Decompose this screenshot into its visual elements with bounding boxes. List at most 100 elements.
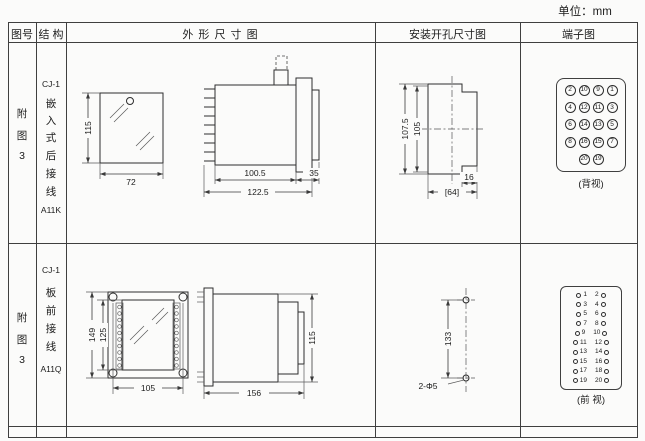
unit-label: 单位：mm bbox=[558, 6, 612, 18]
dim-label-total-depth: 122.5 bbox=[241, 187, 275, 197]
terminal-16 bbox=[604, 359, 610, 365]
table-line bbox=[8, 42, 638, 43]
terminal-6 bbox=[600, 311, 606, 317]
terminal-5: 5 bbox=[606, 119, 618, 131]
front-view bbox=[82, 92, 164, 179]
terminal-9: 9 bbox=[592, 85, 604, 97]
fig-no-char: 3 bbox=[19, 354, 25, 366]
table-line bbox=[8, 22, 638, 23]
terminal-number: 19 bbox=[579, 376, 587, 384]
header-structure: 结 构 bbox=[38, 29, 64, 41]
structure-char: 入 bbox=[45, 115, 57, 127]
terminal-8 bbox=[600, 321, 606, 327]
structure-char: 线 bbox=[45, 186, 57, 198]
terminal-number: 14 bbox=[595, 348, 603, 355]
terminal-10: 10 bbox=[578, 85, 590, 97]
structure-code: A11K bbox=[40, 205, 62, 215]
dim-label-outer-height: 107.5 bbox=[400, 114, 410, 144]
header-terminal: 端子图 bbox=[562, 29, 595, 41]
terminal-number: 17 bbox=[579, 367, 587, 374]
terminal-17 bbox=[572, 368, 578, 374]
terminal-20 bbox=[604, 378, 610, 384]
header-outline: 外 形 尺 寸 图 bbox=[182, 29, 259, 41]
terminal-7 bbox=[576, 321, 582, 327]
table-line bbox=[8, 426, 638, 427]
terminal-3: 3 bbox=[606, 102, 618, 114]
terminal-2 bbox=[600, 292, 606, 298]
structure-char: 接 bbox=[45, 168, 57, 180]
dim-label-hole-spacing: 133 bbox=[443, 329, 453, 349]
terminal-15 bbox=[572, 359, 578, 365]
fig-no-char: 3 bbox=[19, 150, 25, 162]
terminal-6: 6 bbox=[564, 119, 576, 131]
terminal-19 bbox=[572, 378, 578, 384]
header-mounting: 安装开孔尺寸图 bbox=[409, 29, 486, 41]
terminal-12: 12 bbox=[578, 102, 590, 114]
dim-label-step: 16 bbox=[460, 172, 478, 182]
terminal-number: 12 bbox=[594, 338, 602, 346]
terminal-number: 13 bbox=[579, 348, 587, 355]
structure-char: 接 bbox=[45, 323, 57, 335]
terminal-14 bbox=[604, 349, 610, 355]
dim-label-holes: 2-Φ5 bbox=[418, 381, 438, 391]
terminal-caption-rear: (背视) bbox=[578, 179, 604, 190]
dim-label-depth: 156 bbox=[239, 388, 269, 398]
terminal-20: 20 bbox=[578, 153, 590, 165]
terminal-number: 3 bbox=[583, 300, 587, 308]
dim-label-height: 115 bbox=[83, 118, 93, 138]
structure-char: 板 bbox=[45, 287, 57, 299]
terminal-number: 4 bbox=[595, 300, 599, 308]
terminal-number: 2 bbox=[595, 291, 599, 298]
hole-pattern bbox=[441, 288, 475, 392]
dim-label-cutout-width: [64] bbox=[438, 187, 466, 197]
structure-code: A11Q bbox=[40, 364, 62, 374]
terminal-9 bbox=[574, 330, 580, 336]
header-fig: 图号 bbox=[11, 29, 33, 41]
terminal-11 bbox=[573, 340, 578, 346]
terminal-12 bbox=[603, 340, 609, 346]
terminal-number: 9 bbox=[581, 329, 586, 336]
terminal-number: 20 bbox=[595, 376, 603, 384]
structure-char: 前 bbox=[45, 305, 57, 317]
terminal-8: 8 bbox=[564, 136, 576, 148]
terminal-number: 11 bbox=[580, 338, 587, 346]
structure-char: 嵌 bbox=[45, 98, 57, 110]
terminal-16: 16 bbox=[578, 136, 590, 148]
terminal-14: 14 bbox=[578, 119, 590, 131]
fig-no-char: 图 bbox=[16, 334, 28, 346]
table-line bbox=[66, 22, 67, 438]
structure-char: 线 bbox=[45, 341, 57, 353]
terminal-4 bbox=[600, 302, 606, 308]
terminal-3 bbox=[576, 302, 582, 308]
dim-label-width: 72 bbox=[118, 177, 144, 187]
terminal-number: 18 bbox=[595, 367, 603, 374]
terminal-caption-front: (前 视) bbox=[577, 395, 605, 406]
table-line bbox=[36, 22, 37, 438]
terminal-number: 7 bbox=[583, 319, 587, 327]
table-line bbox=[8, 22, 9, 438]
structure-char: 后 bbox=[45, 150, 57, 162]
terminal-1 bbox=[576, 292, 582, 298]
terminal-13: 13 bbox=[592, 119, 604, 131]
fig-no-char: 附 bbox=[16, 108, 28, 120]
terminal-number: 5 bbox=[583, 310, 587, 317]
mounting-holes-front-wiring bbox=[441, 288, 475, 392]
terminal-number: 8 bbox=[595, 319, 599, 327]
dim-label-inner-height: 125 bbox=[98, 323, 108, 347]
terminal-11: 11 bbox=[592, 102, 604, 114]
terminal-number: 16 bbox=[595, 357, 603, 365]
dim-label-side-height: 115 bbox=[307, 328, 317, 348]
mounting-cutout-rear-wiring bbox=[399, 76, 485, 199]
dim-label-outer-height: 149 bbox=[87, 320, 97, 350]
structure-model: CJ-1 bbox=[42, 79, 60, 89]
terminal-7: 7 bbox=[606, 136, 618, 148]
dim-label-width: 105 bbox=[134, 383, 162, 393]
structure-char: 式 bbox=[45, 132, 57, 144]
terminal-13 bbox=[572, 349, 578, 355]
terminal-15: 15 bbox=[592, 136, 604, 148]
terminal-2: 2 bbox=[564, 85, 576, 97]
fig-no-char: 图 bbox=[16, 130, 28, 142]
